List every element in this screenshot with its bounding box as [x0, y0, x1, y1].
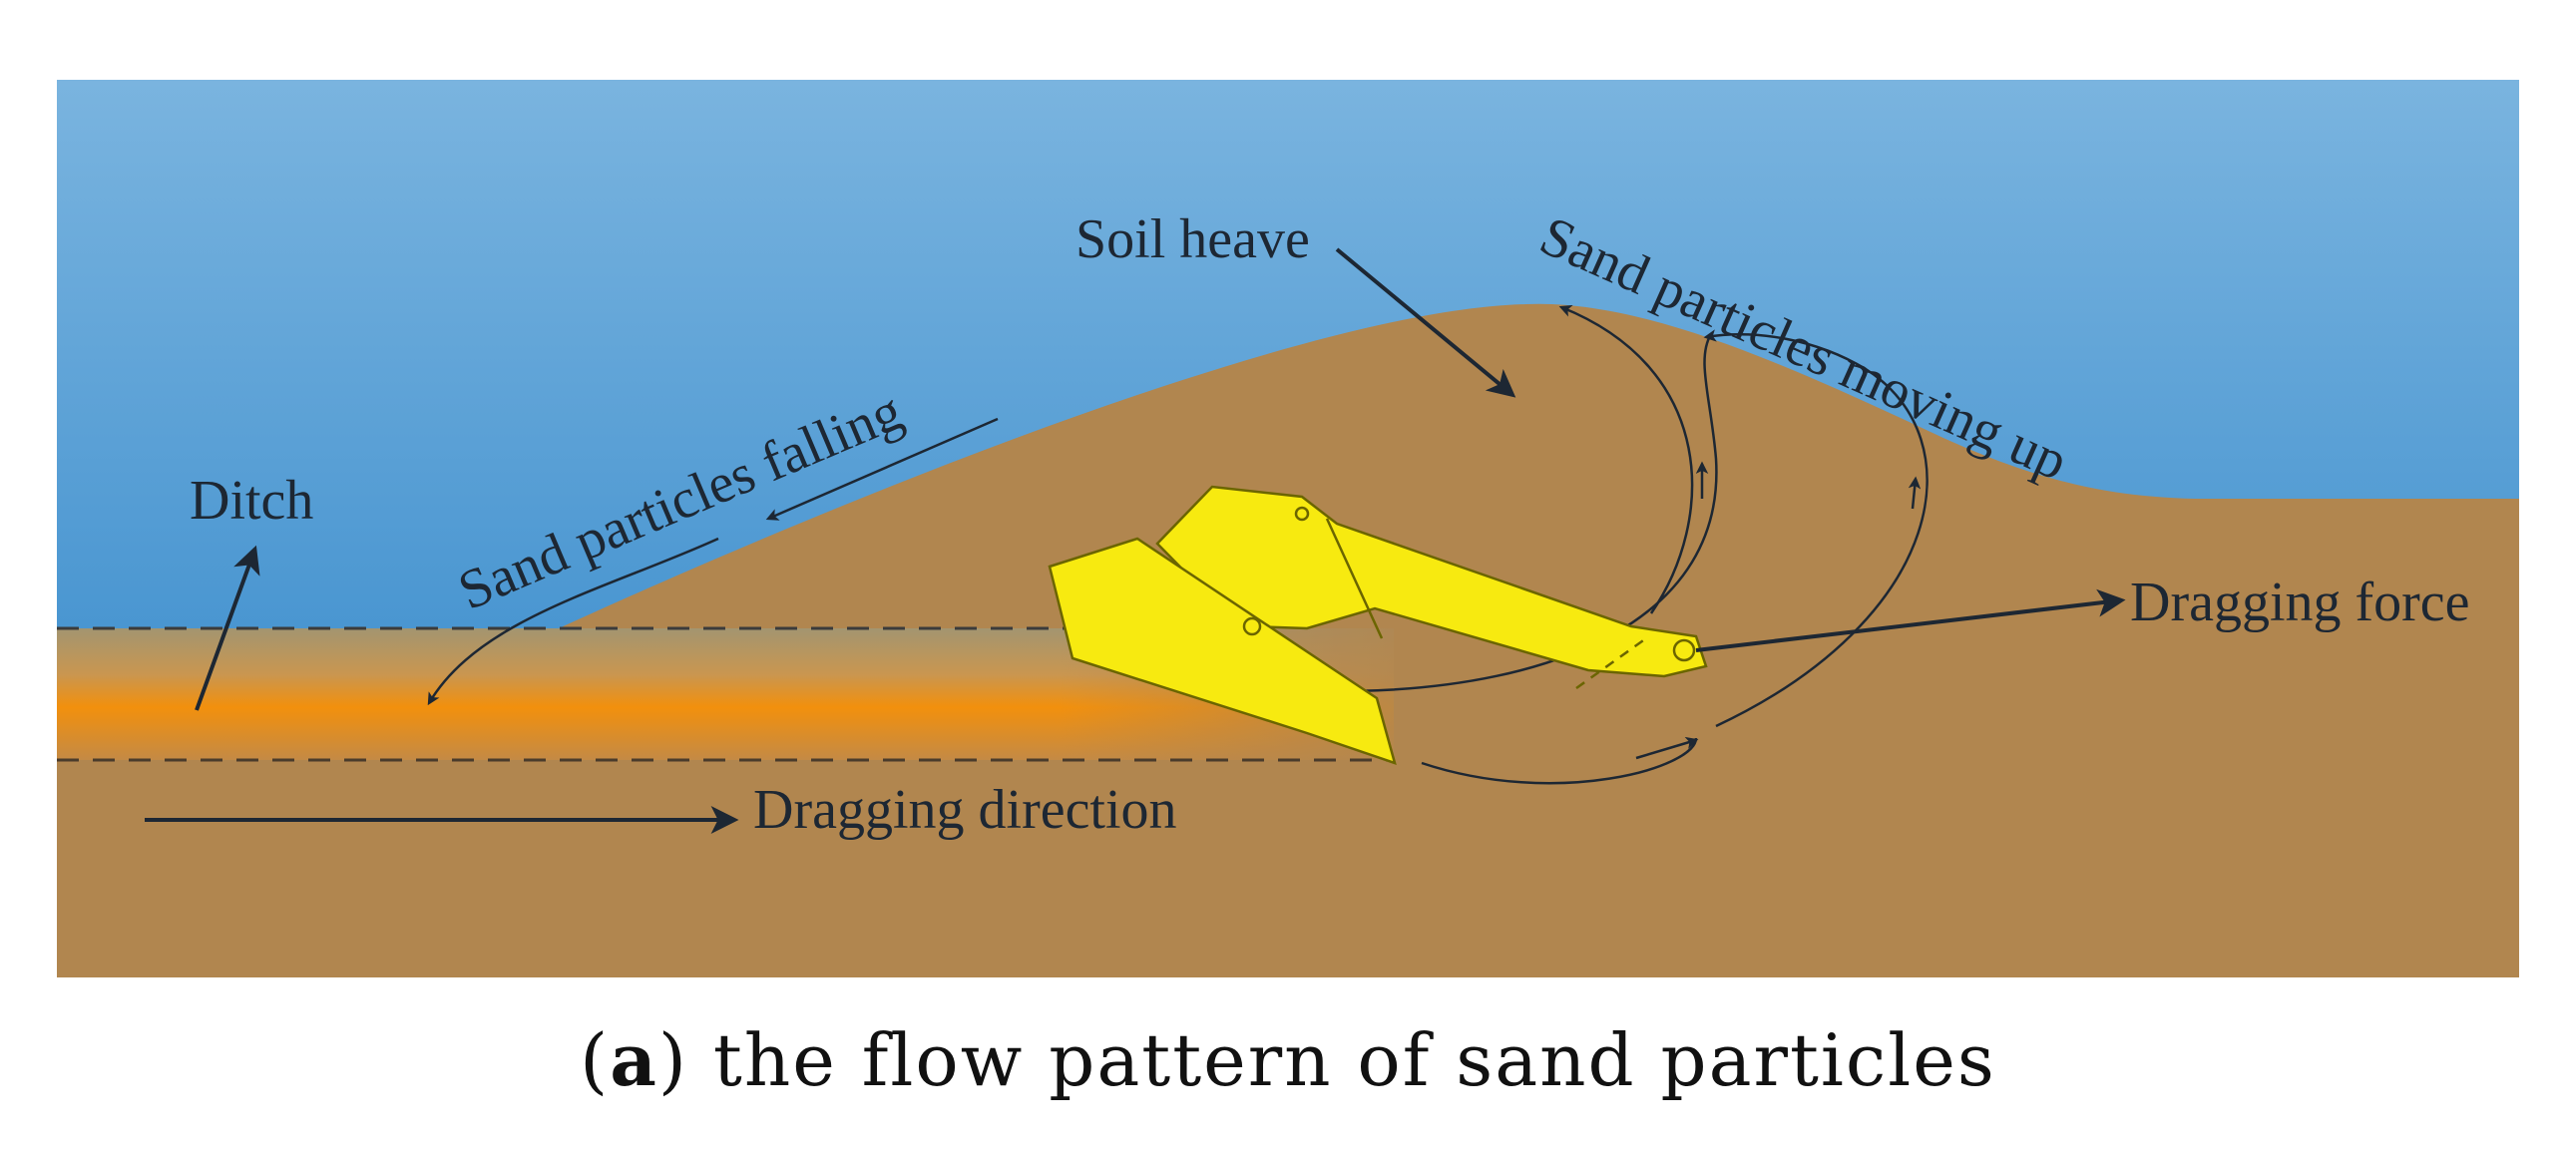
caption-open: (: [580, 1018, 611, 1102]
caption-letter: a: [610, 1017, 658, 1102]
anchor: [1048, 485, 1708, 765]
anchor-shank-dash: [1575, 636, 1647, 690]
anchor-plate-edge: [1325, 518, 1384, 639]
label-dragging-force: Dragging force: [2130, 572, 2470, 633]
flow-arrows: [427, 304, 1929, 785]
dragging-force-arrow: [1695, 588, 2126, 652]
figure-caption: (a) the flow pattern of sand particles: [0, 1017, 2576, 1102]
anchor-fluke: [1048, 537, 1397, 765]
flow-arrow-lower-right: [1635, 736, 1699, 760]
force-arrows: [145, 247, 2126, 834]
flow-curve-inner: [1558, 304, 1694, 614]
anchor-pin-hinge: [1242, 616, 1262, 636]
flow-curve-lower: [1421, 737, 1698, 785]
label-dragging-direction: Dragging direction: [753, 779, 1177, 841]
anchor-pin-top: [1294, 506, 1310, 522]
caption-text: the flow pattern of sand particles: [688, 1018, 1996, 1102]
label-soil-heave: Soil heave: [1075, 208, 1310, 270]
label-ditch: Ditch: [190, 470, 313, 532]
falling-arrow: [765, 417, 999, 521]
anchor-shackle: [1672, 638, 1696, 662]
flow-curve-outer: [1703, 329, 1929, 728]
falling-curve: [427, 537, 719, 706]
ditch-arrow: [195, 545, 260, 711]
flow-arrow-outer-up: [1908, 476, 1922, 510]
caption-close: ): [657, 1018, 689, 1102]
flow-curve-middle: [1351, 333, 1718, 693]
soil-heave-arrow: [1335, 247, 1516, 398]
